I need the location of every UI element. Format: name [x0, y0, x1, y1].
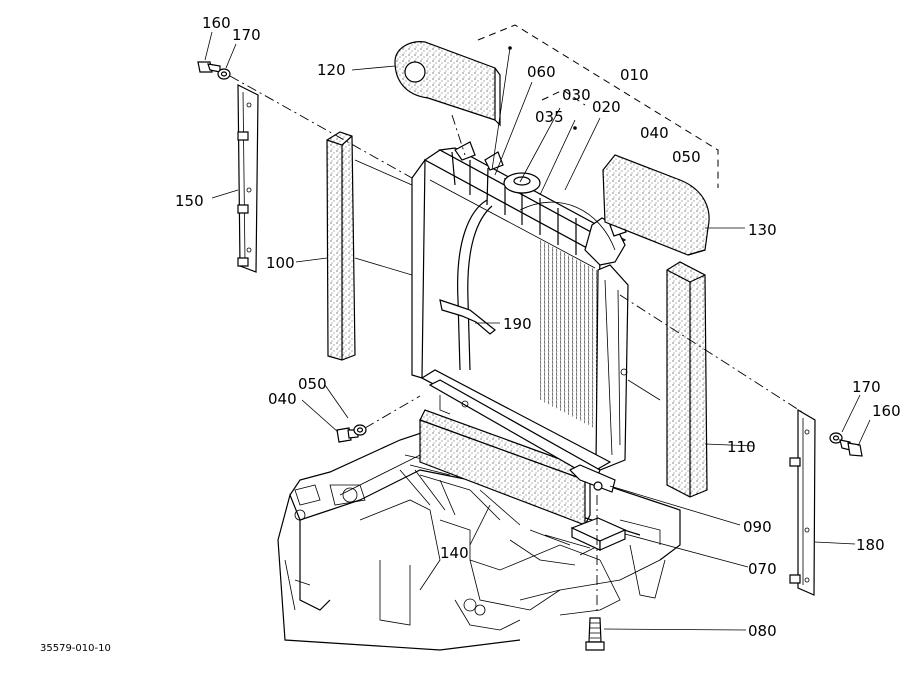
callout-130: 130	[748, 221, 777, 239]
callout-110: 110	[727, 438, 756, 456]
callout-070: 070	[748, 560, 777, 578]
callout-170-right: 170	[852, 378, 881, 396]
foam-seal-130	[602, 154, 710, 256]
callout-160-upper: 160	[202, 14, 231, 32]
callout-040-lower: 040	[268, 390, 297, 408]
callout-090: 090	[743, 518, 772, 536]
callout-050-lower: 050	[298, 375, 327, 393]
assembly-010-outline	[477, 24, 719, 188]
callout-030: 030	[562, 86, 591, 104]
callout-010: 010	[620, 66, 649, 84]
alignment-line-120	[451, 114, 466, 156]
callout-160-right: 160	[872, 402, 901, 420]
assembly-030-outline	[541, 89, 586, 106]
alignment-line-upper	[229, 75, 413, 179]
bolt-160-right	[839, 439, 863, 457]
callout-020: 020	[592, 98, 621, 116]
foam-seal-120	[394, 41, 501, 127]
callout-120: 120	[317, 61, 346, 79]
bracket-150	[237, 84, 259, 273]
alignment-line-right	[619, 294, 803, 413]
foam-seal-100	[326, 131, 356, 361]
leader-lines	[204, 31, 871, 631]
callout-labels: 160 170 120 060 010 030 020 035 040 050 …	[40, 14, 901, 654]
bolt-080	[585, 617, 605, 651]
washer-050-lower	[353, 424, 367, 436]
callout-100: 100	[266, 254, 295, 272]
washer-170-right	[829, 432, 843, 444]
bolt-160-upper	[197, 61, 221, 73]
alignment-line-lower	[364, 395, 421, 429]
radiator-base-frame	[277, 429, 681, 651]
washer-170-upper	[217, 68, 231, 80]
callout-170-upper: 170	[232, 26, 261, 44]
callout-140: 140	[440, 544, 469, 562]
bracket-180	[789, 408, 816, 596]
callout-180: 180	[856, 536, 885, 554]
callout-080: 080	[748, 622, 777, 640]
callout-190: 190	[503, 315, 532, 333]
foam-seal-110	[666, 261, 708, 498]
callout-060: 060	[527, 63, 556, 81]
callout-150: 150	[175, 192, 204, 210]
radiator-assembly	[411, 141, 629, 493]
callout-040-upper: 040	[640, 124, 669, 142]
callout-035: 035	[535, 108, 564, 126]
callout-050-upper: 050	[672, 148, 701, 166]
rubber-pad-070	[570, 517, 627, 551]
drawing-number: 35579-010-10	[40, 643, 111, 654]
